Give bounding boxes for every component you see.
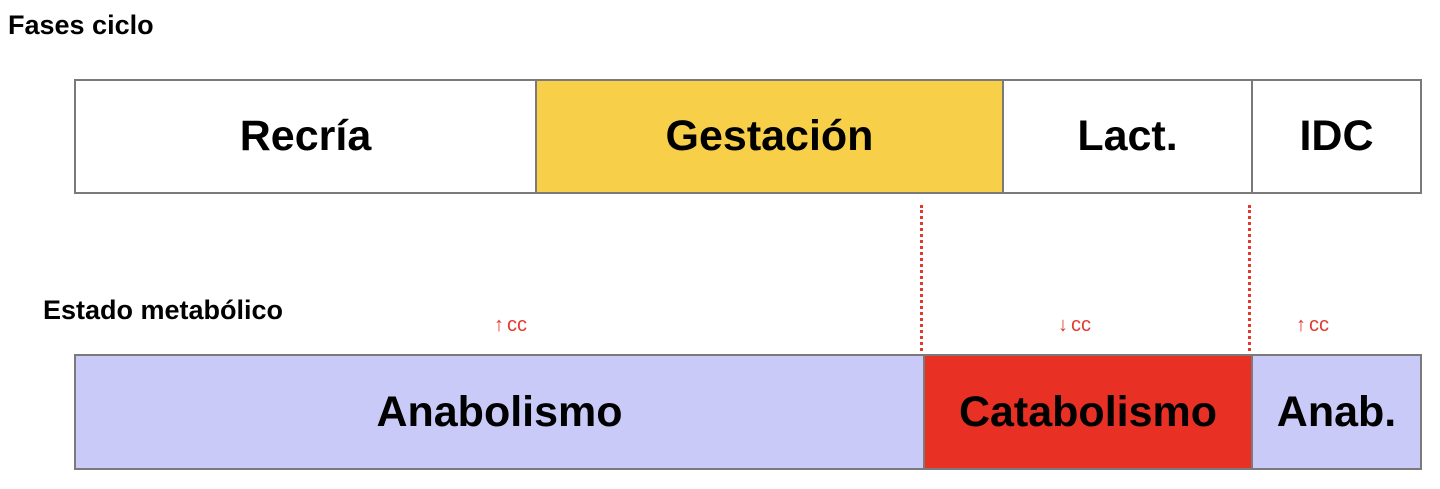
arrow-up-icon: ↑ (1296, 314, 1306, 336)
catabolism-end-dotted-line (1248, 205, 1251, 357)
fase-gestacion-segment: Gestación (535, 81, 1002, 192)
estado-catabolismo-segment: Catabolismo (923, 356, 1251, 468)
cc-down-annotation: ↓cc (1058, 314, 1091, 337)
fases-ciclo-title: Fases ciclo (8, 10, 154, 40)
estado-metabolico-bar: Anabolismo Catabolismo Anab. (74, 354, 1422, 470)
cc-up-annotation: ↑cc (1296, 314, 1329, 337)
fase-recria-segment: Recría (76, 81, 535, 192)
estado-anabolismo-segment: Anabolismo (76, 356, 923, 468)
cc-text: cc (507, 314, 527, 336)
estado-metabolico-title: Estado metabólico (43, 295, 284, 325)
cc-text: cc (1071, 314, 1091, 336)
fase-idc-segment: IDC (1251, 81, 1420, 192)
cc-up-annotation: ↑cc (494, 314, 527, 337)
arrow-down-icon: ↓ (1058, 314, 1068, 336)
arrow-up-icon: ↑ (494, 314, 504, 336)
fases-ciclo-bar: Recría Gestación Lact. IDC (74, 79, 1422, 194)
fase-lactancia-segment: Lact. (1002, 81, 1251, 192)
estado-anab-segment: Anab. (1251, 356, 1420, 468)
catabolism-start-dotted-line (920, 205, 923, 357)
cc-text: cc (1309, 314, 1329, 336)
